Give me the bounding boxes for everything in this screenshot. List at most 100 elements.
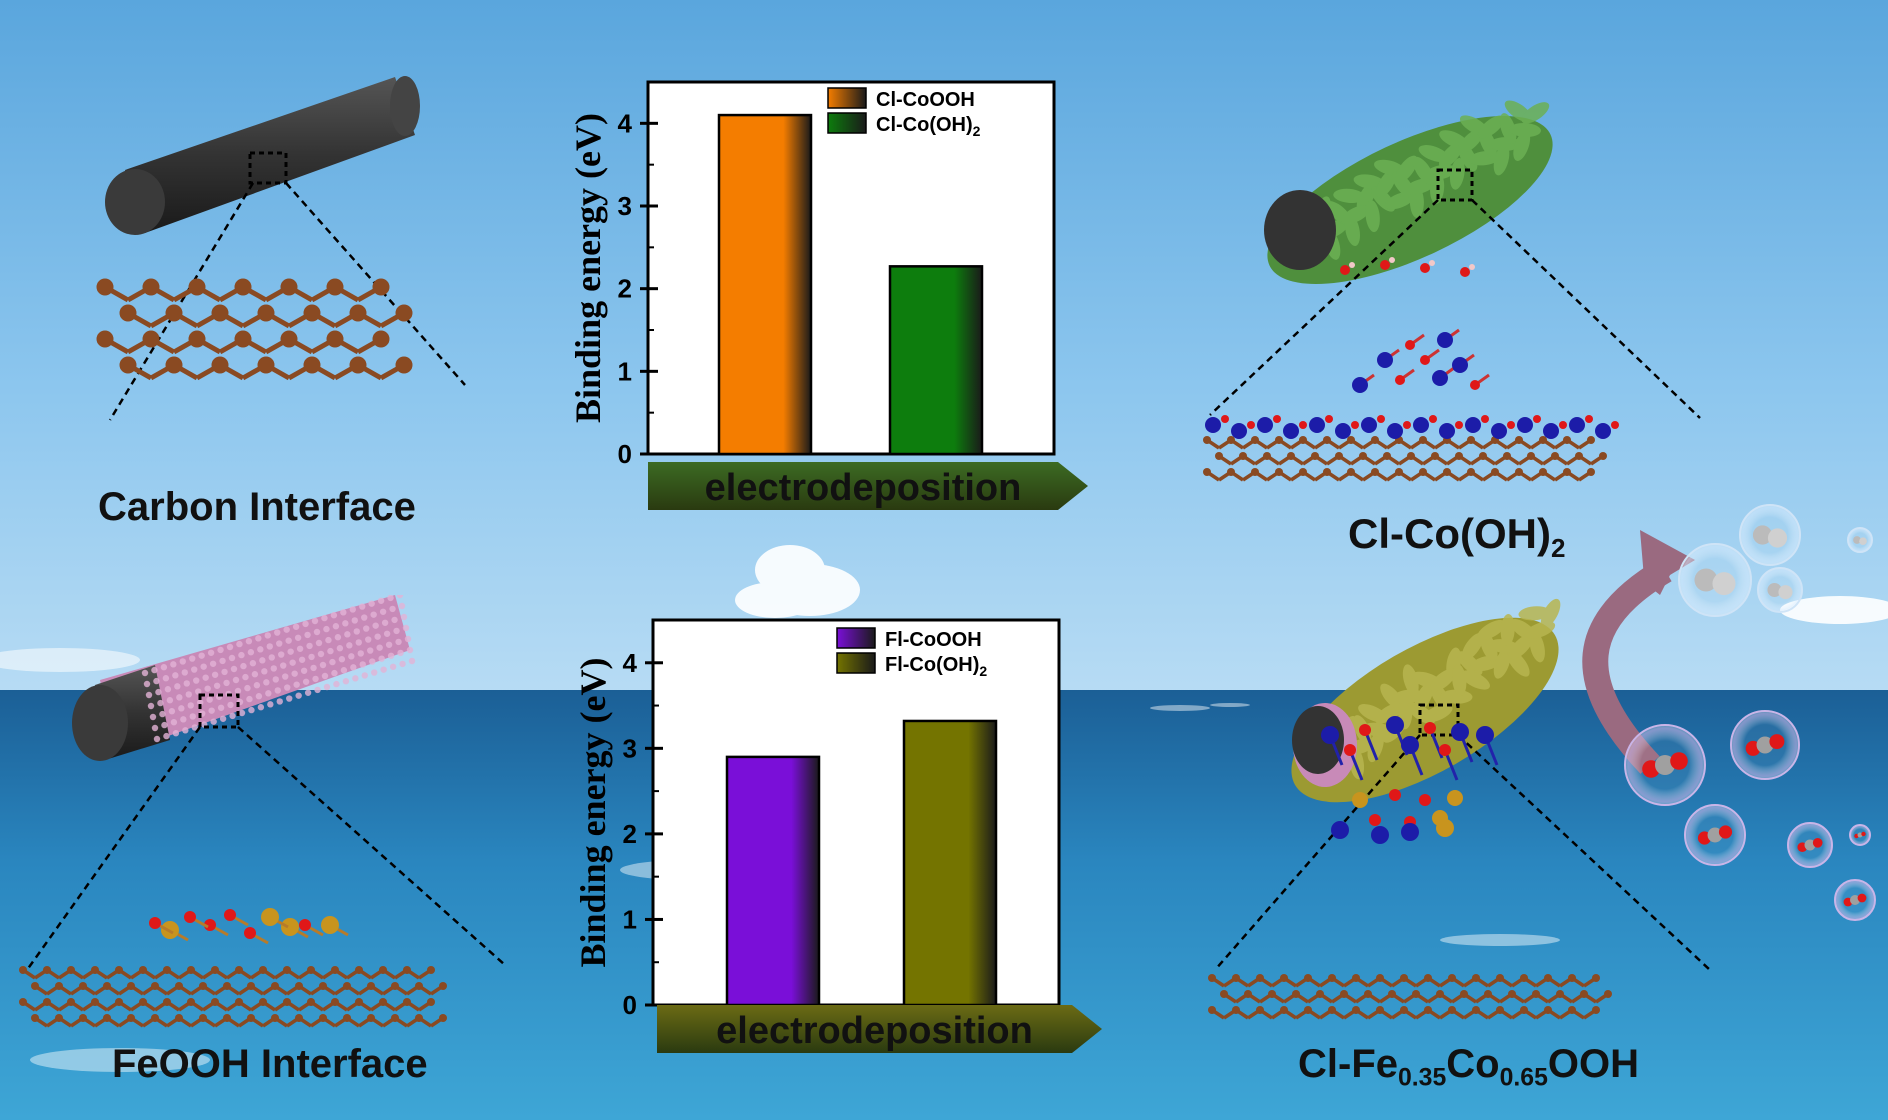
carbon-atom	[1448, 974, 1456, 982]
gas-atom	[1756, 736, 1774, 754]
carbon-atom	[1251, 468, 1259, 476]
carbon-atom	[1587, 436, 1595, 444]
carbon-atom	[127, 1014, 135, 1022]
carbon-atom	[119, 304, 137, 322]
cl-fecooh-atoms	[1321, 716, 1499, 844]
carbon-atom	[1280, 1006, 1288, 1014]
cobalt-atom	[1439, 423, 1455, 439]
oxygen-atom	[1389, 789, 1401, 801]
carbon-atom	[395, 356, 413, 374]
carbon-atom	[67, 998, 75, 1006]
carbon-atom	[175, 1014, 183, 1022]
feooh-carbon-lattice	[19, 966, 447, 1028]
y-tick-label: 2	[618, 274, 632, 304]
oxygen-atom	[1359, 724, 1371, 736]
carbon-atom	[372, 330, 390, 348]
carbon-atom	[343, 1014, 351, 1022]
carbon-atom	[1299, 468, 1307, 476]
gas-bubbles	[1624, 504, 1876, 921]
oxygen-atom	[1861, 831, 1866, 837]
carbon-atom	[79, 982, 87, 990]
carbon-atom	[367, 1014, 375, 1022]
oxygen-atom	[184, 911, 196, 923]
carbon-atom	[1203, 436, 1211, 444]
carbon-atom	[1376, 974, 1384, 982]
feooh-panel-illustration	[19, 595, 506, 1028]
carbon-atom	[1467, 436, 1475, 444]
cl-fecooh-caption-part-3: OOH	[1547, 1042, 1639, 1086]
carbon-atom	[367, 982, 375, 990]
cobalt-atom	[1377, 352, 1393, 368]
carbon-atom	[115, 998, 123, 1006]
water-hydrogen-atom	[1469, 264, 1475, 270]
carbon-atom	[1328, 974, 1336, 982]
carbon-atom	[211, 966, 219, 974]
carbon-atom	[1371, 436, 1379, 444]
carbon-atom	[139, 998, 147, 1006]
carbon-atom	[326, 330, 344, 348]
oxygen-atom	[149, 917, 161, 929]
carbon-atom	[259, 998, 267, 1006]
cobalt-atom	[1205, 417, 1221, 433]
carbon-atom	[307, 998, 315, 1006]
carbon-atom	[1316, 990, 1324, 998]
metal-atom	[1331, 821, 1349, 839]
cobalt-atom	[1595, 423, 1611, 439]
metal-atom	[1436, 819, 1454, 837]
plot-frame	[646, 80, 1056, 456]
carbon-atom	[403, 998, 411, 1006]
carbon-atom	[187, 998, 195, 1006]
carbon-atom	[427, 966, 435, 974]
cobalt-atom	[1413, 417, 1429, 433]
oxygen-atom	[1420, 355, 1430, 365]
carbon-atom	[271, 1014, 279, 1022]
carbon-atom	[103, 1014, 111, 1022]
electrodeposition-arrow-icon	[657, 1005, 1102, 1053]
hydrogen-atom	[1694, 568, 1718, 592]
carbon-atom	[31, 982, 39, 990]
cobalt-atom	[1543, 423, 1559, 439]
olive-nanosheet-rod-icon	[1291, 598, 1561, 803]
carbon-atom	[1244, 990, 1252, 998]
carbon-atom	[235, 966, 243, 974]
oxygen-atom	[1670, 752, 1688, 770]
carbon-atom	[1263, 452, 1271, 460]
carbon-atom	[1208, 1006, 1216, 1014]
legend-swatch	[827, 87, 867, 109]
water-hydrogen-atom	[1349, 262, 1355, 268]
carbon-atom	[379, 998, 387, 1006]
carbon-atom	[1208, 974, 1216, 982]
carbon-atom	[283, 966, 291, 974]
carbon-atom	[1563, 468, 1571, 476]
carbon-atom	[257, 304, 275, 322]
carbon-atom	[1604, 990, 1612, 998]
carbon-atom	[247, 1014, 255, 1022]
carbon-atom	[355, 998, 363, 1006]
carbon-atom	[295, 982, 303, 990]
carbon-atom	[1544, 1006, 1552, 1014]
carbon-atom	[1364, 990, 1372, 998]
carbon-atom	[1407, 452, 1415, 460]
cl-fecooh-carbon-lattice	[1208, 974, 1612, 1020]
carbon-atom	[19, 998, 27, 1006]
legend-swatch	[836, 652, 876, 674]
legend-swatch	[827, 112, 867, 134]
carbon-atom	[55, 982, 63, 990]
carbon-atom	[1275, 436, 1283, 444]
carbon-atom	[1412, 990, 1420, 998]
carbon-atom	[415, 1014, 423, 1022]
carbon-atom	[1400, 1006, 1408, 1014]
carbon-atom	[1292, 990, 1300, 998]
carbon-atom	[349, 356, 367, 374]
cl-fecooh-caption-sub-1: 0.35	[1398, 1064, 1447, 1092]
y-tick-label: 3	[623, 733, 637, 763]
carbon-atom	[326, 278, 344, 296]
carbon-atom	[1527, 452, 1535, 460]
gas-atom	[1850, 895, 1860, 905]
hydrogen-atom	[1853, 536, 1861, 544]
carbon-atom	[343, 982, 351, 990]
carbon-atom	[1388, 990, 1396, 998]
iron-atom	[281, 918, 299, 936]
